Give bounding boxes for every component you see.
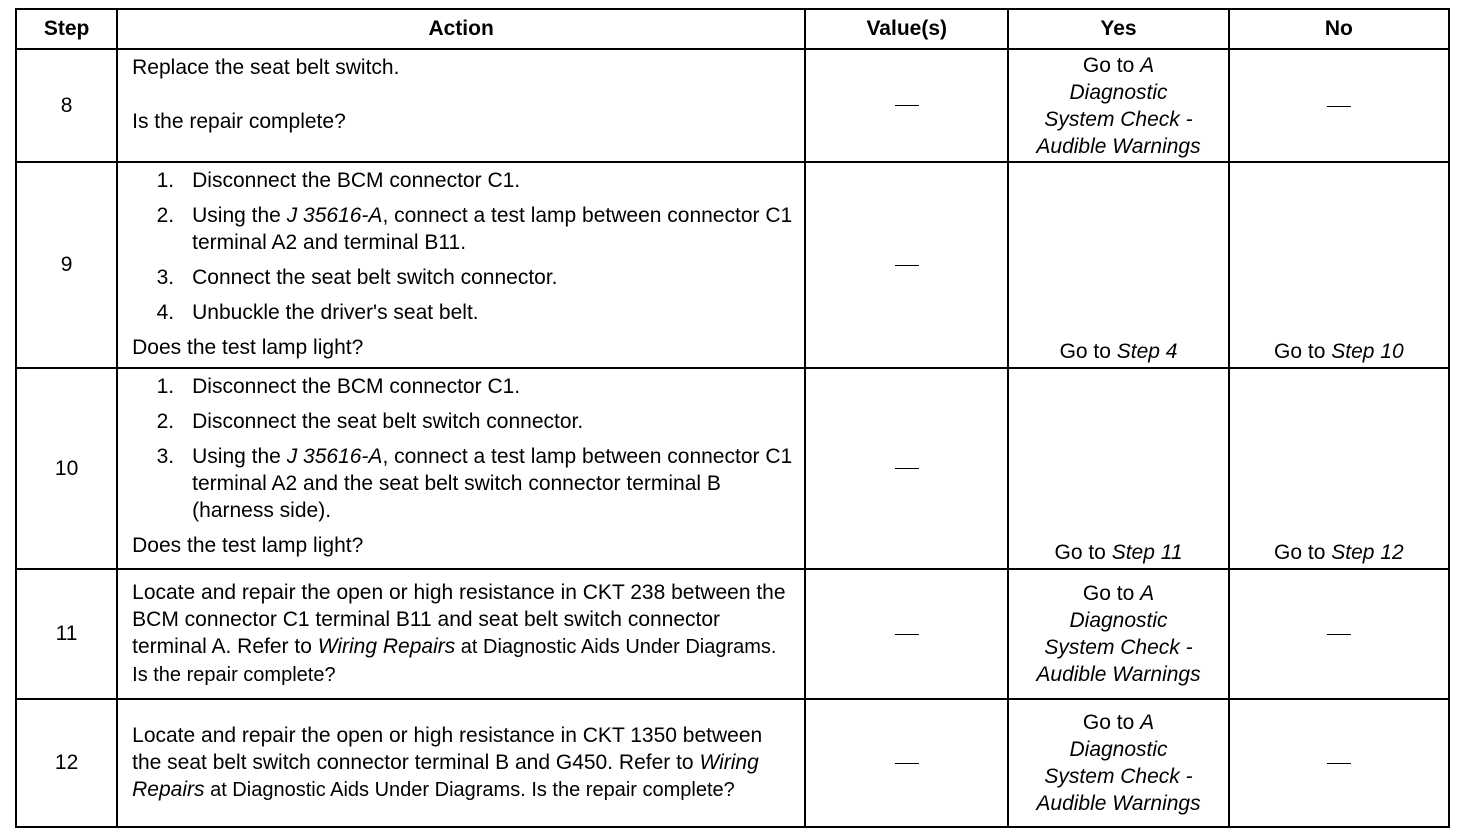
no-link[interactable]: Step 10 (1331, 340, 1404, 363)
action-step: 4.Unbuckle the driver's seat belt. (156, 301, 479, 324)
step-number: 9 (14, 161, 119, 369)
header-row: Step Action Value(s) Yes No (14, 8, 1451, 50)
action-step: 2.Using the J 35616-A, connect a test la… (156, 204, 793, 254)
yes-link[interactable]: Step 4 (1116, 340, 1178, 363)
action-cell: Locate and repair the open or high resis… (116, 698, 807, 828)
action-step: 1.Disconnect the BCM connector C1. (156, 169, 521, 192)
dash-mark (1326, 634, 1351, 636)
action-question: Does the test lamp light? (132, 336, 364, 359)
step-number: 8 (14, 48, 119, 163)
dash-mark (894, 468, 919, 470)
yes-link[interactable]: A (1140, 711, 1155, 734)
yes-link[interactable]: A (1140, 53, 1155, 77)
yes-cell: Go to A Diagnostic System Check - Audibl… (1007, 568, 1230, 700)
dash-mark (894, 633, 919, 635)
header-no: No (1227, 8, 1451, 50)
no-cell: Go to Step 12 (1227, 367, 1451, 570)
yes-cell: Go to Step 4 (1007, 161, 1230, 369)
table-row: 11 Locate and repair the open or high re… (14, 568, 1451, 700)
table-row: 9 1.Disconnect the BCM connector C1. 2.U… (14, 161, 1451, 369)
header-values: Value(s) (804, 8, 1010, 50)
dash-mark (1326, 763, 1351, 765)
yes-link[interactable]: Step 11 (1111, 541, 1183, 564)
wiring-repairs-link[interactable]: Wiring Repairs (132, 751, 759, 801)
value-cell (804, 568, 1010, 700)
action-step: 3.Connect the seat belt switch connector… (156, 266, 558, 289)
table-row: 8 Replace the seat belt switch. Is the r… (14, 48, 1451, 163)
yes-cell: Go to A Diagnostic System Check - Audibl… (1007, 48, 1230, 163)
action-steps: 1.Disconnect the BCM connector C1. 2.Usi… (132, 167, 794, 326)
action-steps: 1.Disconnect the BCM connector C1. 2.Dis… (132, 373, 794, 524)
header-yes: Yes (1007, 8, 1230, 50)
header-action: Action (116, 8, 807, 50)
action-question: Is the repair complete? (132, 110, 346, 133)
diagnostic-table: Step Action Value(s) Yes No 8 Replace th… (14, 8, 1451, 828)
header-step: Step (14, 8, 119, 50)
step-number: 12 (14, 698, 119, 828)
action-text: Replace the seat belt switch. (132, 56, 400, 79)
no-cell (1227, 698, 1451, 828)
dash-mark (894, 105, 919, 107)
yes-cell: Go to Step 11 (1007, 367, 1230, 570)
table-row: 12 Locate and repair the open or high re… (14, 698, 1451, 828)
value-cell (804, 698, 1010, 828)
action-cell: Locate and repair the open or high resis… (116, 568, 807, 700)
table-row: 10 1.Disconnect the BCM connector C1. 2.… (14, 367, 1451, 570)
action-step: 2.Disconnect the seat belt switch connec… (156, 410, 584, 433)
value-cell (804, 367, 1010, 570)
wiring-repairs-link[interactable]: Wiring Repairs (317, 635, 456, 658)
action-question: Does the test lamp light? (132, 534, 364, 557)
no-cell: Go to Step 10 (1227, 161, 1451, 369)
yes-cell: Go to A Diagnostic System Check - Audibl… (1007, 698, 1230, 828)
yes-link[interactable]: A (1140, 582, 1155, 605)
step-number: 10 (14, 367, 119, 570)
action-cell: 1.Disconnect the BCM connector C1. 2.Dis… (116, 367, 807, 570)
dash-mark (894, 762, 919, 764)
action-cell: Replace the seat belt switch. Is the rep… (116, 48, 807, 163)
no-link[interactable]: Step 12 (1331, 541, 1404, 564)
no-cell (1227, 568, 1451, 700)
step-number: 11 (14, 568, 119, 700)
action-step: 1.Disconnect the BCM connector C1. (156, 375, 521, 398)
no-cell (1227, 48, 1451, 163)
action-step: 3.Using the J 35616-A, connect a test la… (156, 445, 793, 522)
value-cell (804, 48, 1010, 163)
dash-mark (894, 264, 919, 266)
dash-mark (1326, 105, 1351, 107)
value-cell (804, 161, 1010, 369)
action-cell: 1.Disconnect the BCM connector C1. 2.Usi… (116, 161, 807, 369)
